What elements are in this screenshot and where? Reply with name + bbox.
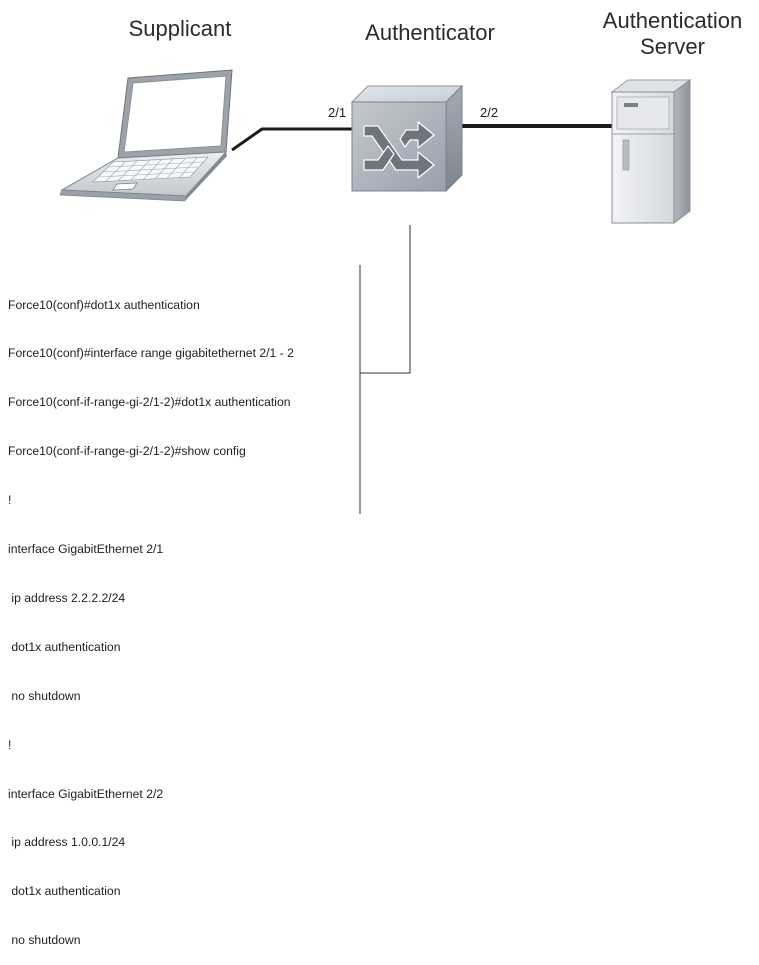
config-line: dot1x authentication <box>8 884 121 899</box>
config-line: dot1x authentication <box>8 639 121 654</box>
config-line: ip address 1.0.0.1/24 <box>8 835 126 850</box>
config-line: interface GigabitEthernet 2/2 <box>8 786 164 801</box>
config-listing: Force10(conf)#dot1x authentication Force… <box>8 264 358 965</box>
config-line: no shutdown <box>8 688 81 703</box>
connector-line <box>360 225 411 374</box>
config-line: no shutdown <box>8 933 81 948</box>
port-label-2-2: 2/2 <box>480 105 499 120</box>
authentication-server-label: Authentication Server <box>585 8 759 60</box>
authenticator-label: Authenticator <box>365 20 495 45</box>
server-icon <box>610 79 692 224</box>
config-line: ! <box>8 737 12 752</box>
config-line: Force10(conf)#dot1x authentication <box>8 297 200 312</box>
server-label-line2: Server <box>640 34 705 59</box>
port-label-2-1: 2/1 <box>328 105 347 120</box>
config-line: Force10(conf-if-range-gi-2/1-2)#show con… <box>8 444 246 459</box>
network-diagram <box>59 69 692 514</box>
config-line: interface GigabitEthernet 2/1 <box>8 542 164 557</box>
config-line: ip address 2.2.2.2/24 <box>8 590 126 605</box>
supplicant-label: Supplicant <box>128 16 232 41</box>
server-label-line1: Authentication <box>602 8 743 33</box>
laptop-icon <box>59 69 233 202</box>
config-line: ! <box>8 493 12 508</box>
config-line: Force10(conf)#interface range gigabiteth… <box>8 346 294 361</box>
config-line: Force10(conf-if-range-gi-2/1-2)#dot1x au… <box>8 395 291 410</box>
switch-icon <box>350 84 464 193</box>
cable-laptop-to-switch <box>231 127 352 152</box>
